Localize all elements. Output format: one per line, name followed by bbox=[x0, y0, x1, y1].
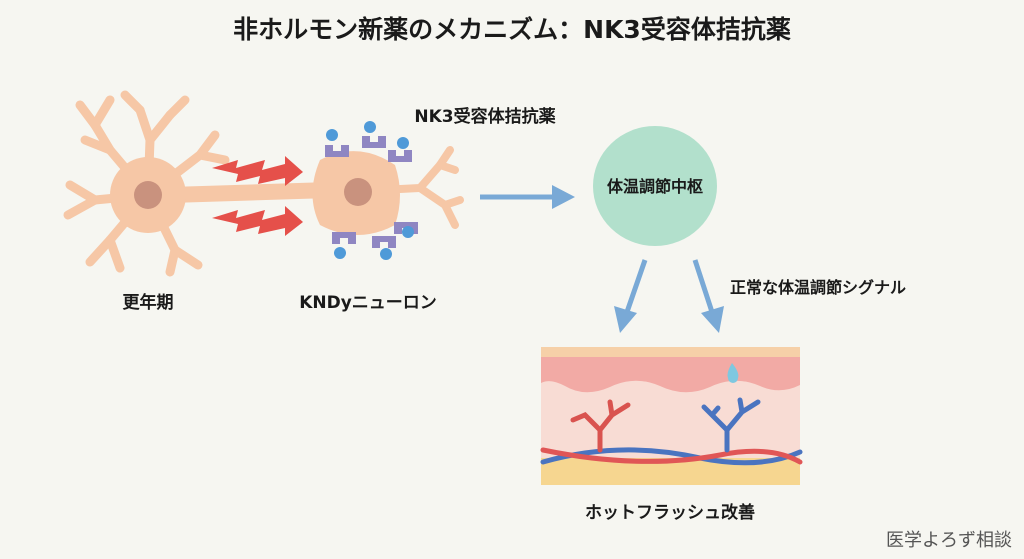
arrow-right-icon bbox=[480, 185, 575, 209]
skin-cross-section bbox=[540, 347, 803, 485]
arrow-down-icon bbox=[614, 259, 724, 333]
thermo-center bbox=[593, 126, 717, 246]
watermark: 医学よろず相談 bbox=[886, 530, 1012, 551]
page-title: 非ホルモン新薬のメカニズム：NK3受容体拮抗薬 bbox=[233, 15, 791, 44]
signal-bolt-icon bbox=[212, 156, 303, 236]
sweat-drop-icon bbox=[727, 363, 739, 383]
menopause-neuron bbox=[63, 90, 338, 277]
kndy-label: KNDyニューロン bbox=[299, 293, 437, 313]
menopause-label: 更年期 bbox=[123, 292, 174, 313]
antagonist-drug-icon bbox=[326, 121, 414, 260]
hot-flash-label: ホットフラッシュ改善 bbox=[585, 502, 755, 523]
normal-signal-label: 正常な体温調節シグナル bbox=[730, 278, 906, 297]
kndy-neuron bbox=[312, 146, 464, 235]
thermo-center-label: 体温調節中枢 bbox=[607, 177, 703, 196]
antagonist-label: NK3受容体拮抗薬 bbox=[414, 106, 555, 127]
